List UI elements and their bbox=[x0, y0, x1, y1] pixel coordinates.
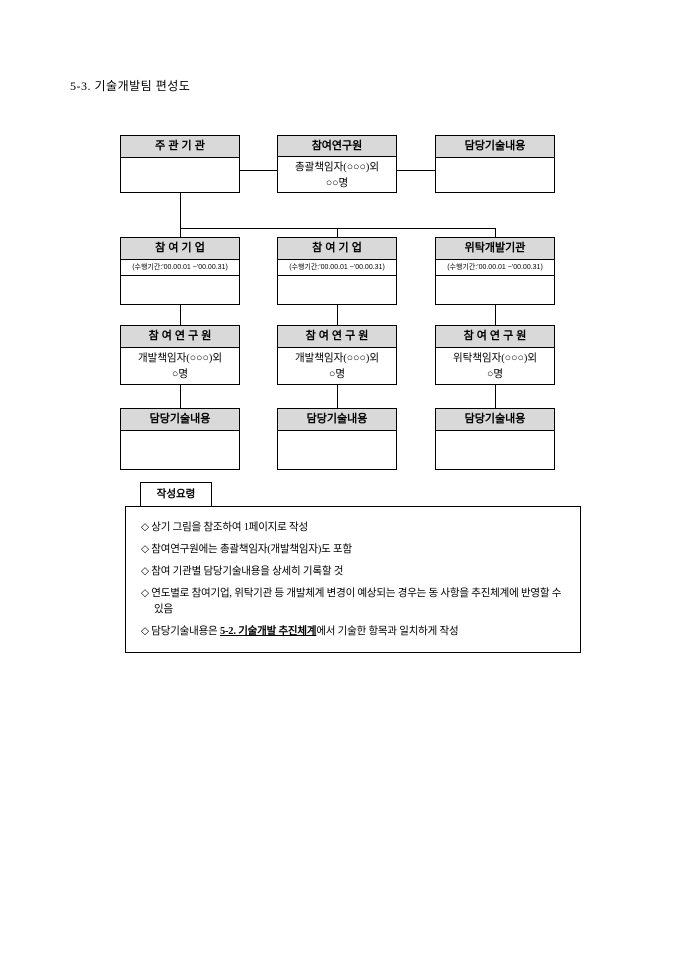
box-top-tech-body bbox=[436, 158, 554, 192]
box-researchers-1-header: 참 여 연 구 원 bbox=[121, 326, 239, 348]
box-top-researchers-header: 참여연구원 bbox=[278, 136, 396, 157]
box-main-org: 주 관 기 관 bbox=[120, 135, 240, 193]
connector-stub-center bbox=[337, 228, 338, 237]
box-participant-org-2: 참 여 기 업 (수행기간:'00.00.01 ~'00.00.31) bbox=[277, 237, 397, 305]
box-researchers-3-header: 참 여 연 구 원 bbox=[436, 326, 554, 348]
connector-top-left bbox=[240, 170, 277, 171]
box-main-org-body bbox=[121, 158, 239, 192]
box-researchers-1-body: 개발책임자(○○○)외 ○명 bbox=[121, 348, 239, 384]
box-participant-org-2-period: (수행기간:'00.00.01 ~'00.00.31) bbox=[278, 260, 396, 276]
box-top-researchers: 참여연구원 총괄책임자(○○○)외 ○○명 bbox=[277, 135, 397, 193]
box-top-tech-header: 담당기술내용 bbox=[436, 136, 554, 158]
box-participant-org-2-body bbox=[278, 276, 396, 304]
connector-col2-row2-3 bbox=[337, 305, 338, 325]
box-tech-2-body bbox=[278, 431, 396, 469]
guideline-item-5: ◇ 담당기술내용은 5-2. 기술개발 추진체계에서 기술한 항목과 일치하게 … bbox=[141, 624, 566, 640]
researchers-3-line1: 위탁책임자(○○○)외 bbox=[453, 353, 537, 364]
connector-stub-right bbox=[495, 228, 496, 237]
connector-col2-row3-4 bbox=[337, 385, 338, 408]
connector-stub-left bbox=[180, 228, 181, 237]
connector-col3-row2-3 bbox=[495, 305, 496, 325]
box-researchers-3: 참 여 연 구 원 위탁책임자(○○○)외 ○명 bbox=[435, 325, 555, 385]
guideline-item-5-suffix: 에서 기술한 항목과 일치하게 작성 bbox=[316, 626, 459, 637]
document-title: 5-3. 기술개발팀 편성도 bbox=[70, 79, 191, 93]
connector-trunk bbox=[180, 193, 181, 229]
box-consignment-org-header: 위탁개발기관 bbox=[436, 238, 554, 260]
guideline-item-3: ◇ 참여 기관별 담당기술내용을 상세히 기록할 것 bbox=[141, 566, 344, 577]
box-consignment-org-body bbox=[436, 276, 554, 304]
box-participant-org-1-header: 참 여 기 업 bbox=[121, 238, 239, 260]
box-researchers-2-header: 참 여 연 구 원 bbox=[278, 326, 396, 348]
box-researchers-2-body: 개발책임자(○○○)외 ○명 bbox=[278, 348, 396, 384]
box-participant-org-1-body bbox=[121, 276, 239, 304]
box-consignment-org-period: (수행기간:'00.00.01 ~'00.00.31) bbox=[436, 260, 554, 276]
box-researchers-1: 참 여 연 구 원 개발책임자(○○○)외 ○명 bbox=[120, 325, 240, 385]
box-top-researchers-body: 총괄책임자(○○○)외 ○○명 bbox=[278, 157, 396, 192]
box-researchers-3-body: 위탁책임자(○○○)외 ○명 bbox=[436, 348, 554, 384]
box-consignment-org: 위탁개발기관 (수행기간:'00.00.01 ~'00.00.31) bbox=[435, 237, 555, 305]
guideline-item-4: ◇ 연도별로 참여기업, 위탁기관 등 개발체계 변경이 예상되는 경우는 동 … bbox=[141, 588, 562, 615]
box-top-tech: 담당기술내용 bbox=[435, 135, 555, 193]
guideline-item-1: ◇ 상기 그림을 참조하여 1페이지로 작성 bbox=[141, 522, 308, 533]
box-tech-1-header: 담당기술내용 bbox=[121, 409, 239, 431]
researchers-1-line1: 개발책임자(○○○)외 bbox=[138, 353, 222, 364]
box-tech-3-body bbox=[436, 431, 554, 469]
box-tech-1: 담당기술내용 bbox=[120, 408, 240, 470]
guideline-item-2: ◇ 참여연구원에는 총괄책임자(개발책임자)도 포함 bbox=[141, 544, 352, 555]
connector-top-right bbox=[397, 170, 435, 171]
box-participant-org-1: 참 여 기 업 (수행기간:'00.00.01 ~'00.00.31) bbox=[120, 237, 240, 305]
box-tech-1-body bbox=[121, 431, 239, 469]
connector-distributor bbox=[180, 228, 496, 229]
box-tech-3-header: 담당기술내용 bbox=[436, 409, 554, 431]
box-participant-org-1-period: (수행기간:'00.00.01 ~'00.00.31) bbox=[121, 260, 239, 276]
box-participant-org-2-header: 참 여 기 업 bbox=[278, 238, 396, 260]
guideline-item-5-prefix: ◇ 담당기술내용은 bbox=[141, 626, 220, 637]
box-tech-2: 담당기술내용 bbox=[277, 408, 397, 470]
researchers-2-line1: 개발책임자(○○○)외 bbox=[295, 353, 379, 364]
connector-col1-row3-4 bbox=[180, 385, 181, 408]
connector-col1-row2-3 bbox=[180, 305, 181, 325]
box-main-org-header: 주 관 기 관 bbox=[121, 136, 239, 158]
top-researchers-line2: ○○명 bbox=[325, 178, 349, 189]
connector-col3-row3-4 bbox=[495, 385, 496, 408]
box-tech-3: 담당기술내용 bbox=[435, 408, 555, 470]
guidelines-box: ◇ 상기 그림을 참조하여 1페이지로 작성 ◇ 참여연구원에는 총괄책임자(개… bbox=[125, 506, 581, 653]
guidelines-label: 작성요령 bbox=[140, 482, 212, 507]
guideline-item-5-emphasis: 5-2. 기술개발 추진체계 bbox=[219, 626, 317, 637]
researchers-3-line2: ○명 bbox=[486, 369, 503, 380]
box-researchers-2: 참 여 연 구 원 개발책임자(○○○)외 ○명 bbox=[277, 325, 397, 385]
box-tech-2-header: 담당기술내용 bbox=[278, 409, 396, 431]
top-researchers-line1: 총괄책임자(○○○)외 bbox=[295, 162, 379, 173]
researchers-1-line2: ○명 bbox=[171, 369, 188, 380]
researchers-2-line2: ○명 bbox=[328, 369, 345, 380]
